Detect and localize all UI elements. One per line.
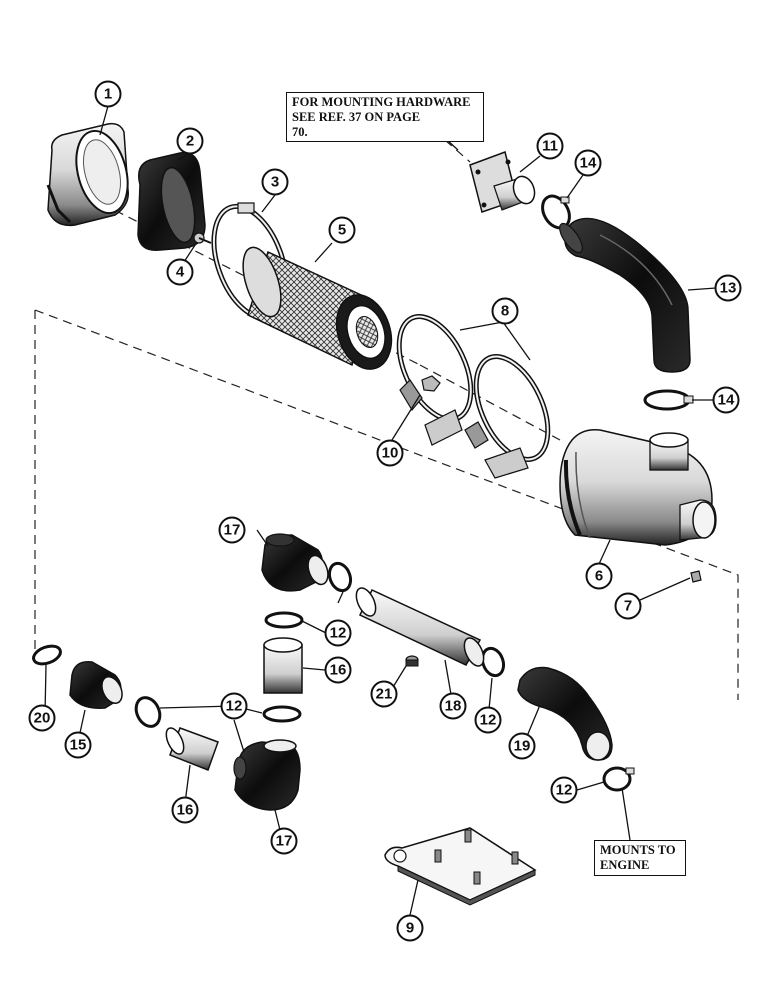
short-tube-upper — [263, 637, 303, 694]
upper-elbow-hose — [559, 217, 691, 373]
note-line-3: 70. — [292, 125, 308, 139]
air-cleaner-body — [559, 428, 717, 546]
callout-12b: 12 — [220, 692, 248, 720]
svg-text:4: 4 — [176, 264, 185, 281]
callout-11: 11 — [536, 132, 564, 160]
callout-12a: 12 — [324, 619, 352, 647]
callout-14b: 14 — [712, 386, 740, 414]
callout-5: 5 — [328, 216, 356, 244]
svg-text:5: 5 — [338, 222, 346, 239]
svg-text:18: 18 — [445, 698, 462, 715]
callout-12d: 12 — [550, 776, 578, 804]
svg-text:2: 2 — [186, 133, 194, 150]
callout-6: 6 — [585, 562, 613, 590]
callout-1: 1 — [94, 80, 122, 108]
mounts-to-engine-note: MOUNTS TO ENGINE — [594, 840, 686, 876]
svg-text:8: 8 — [501, 303, 509, 320]
long-connecting-tube — [355, 587, 485, 667]
filter-element — [242, 246, 393, 370]
callout-21: 21 — [370, 680, 398, 708]
hose-clamp-lower — [643, 389, 694, 411]
svg-text:21: 21 — [376, 686, 393, 703]
short-hose — [69, 661, 123, 709]
mounting-plate — [384, 827, 537, 906]
svg-text:9: 9 — [406, 920, 414, 937]
callout-17a: 17 — [218, 516, 246, 544]
clamp-screw — [193, 232, 212, 244]
svg-text:14: 14 — [718, 392, 735, 409]
inlet-adapter — [469, 151, 536, 213]
callout-9: 9 — [396, 914, 424, 942]
callout-3: 3 — [261, 168, 289, 196]
callout-10: 10 — [376, 439, 404, 467]
svg-text:1: 1 — [104, 86, 112, 103]
engine-note-line-2: ENGINE — [600, 858, 650, 872]
svg-text:6: 6 — [595, 568, 603, 585]
svg-text:12: 12 — [330, 625, 347, 642]
svg-text:20: 20 — [34, 710, 51, 727]
curved-hose-to-engine — [517, 666, 613, 761]
svg-text:10: 10 — [382, 445, 399, 462]
svg-text:3: 3 — [271, 174, 279, 191]
callout-16a: 16 — [324, 656, 352, 684]
hose-clamp-20 — [32, 644, 62, 666]
svg-text:13: 13 — [720, 280, 737, 297]
svg-text:16: 16 — [330, 662, 347, 679]
note-line-2: SEE REF. 37 ON PAGE — [292, 110, 421, 124]
callout-19: 19 — [508, 732, 536, 760]
mounting-hardware-note: FOR MOUNTING HARDWARE SEE REF. 37 ON PAG… — [286, 92, 484, 142]
elbow-hose-upper — [261, 533, 329, 592]
svg-text:17: 17 — [224, 522, 241, 539]
svg-text:14: 14 — [580, 155, 597, 172]
callout-17b: 17 — [270, 827, 298, 855]
dust-valve — [690, 570, 702, 583]
callout-20: 20 — [28, 704, 56, 732]
callout-13: 13 — [714, 274, 742, 302]
band-bolt — [421, 375, 441, 392]
callout-15: 15 — [64, 731, 92, 759]
elbow-hose-lower — [233, 739, 301, 811]
svg-text:7: 7 — [624, 598, 632, 615]
short-tube-lower — [165, 727, 219, 771]
callout-12c: 12 — [474, 706, 502, 734]
rubber-seal-ring — [137, 151, 206, 251]
mounting-bands — [396, 314, 551, 479]
callout-7: 7 — [614, 592, 642, 620]
svg-text:11: 11 — [542, 138, 558, 155]
svg-text:12: 12 — [556, 782, 573, 799]
note-line-1: FOR MOUNTING HARDWARE — [292, 95, 471, 109]
hose-clamps-12 — [134, 561, 635, 792]
callout-14a: 14 — [574, 149, 602, 177]
pre-cleaner-cup — [46, 122, 129, 227]
svg-text:12: 12 — [226, 698, 243, 715]
tube-plug — [405, 655, 419, 667]
callout-18: 18 — [439, 692, 467, 720]
callout-2: 2 — [176, 127, 204, 155]
callout-4: 4 — [166, 258, 194, 286]
engine-note-line-1: MOUNTS TO — [600, 843, 676, 857]
callout-8: 8 — [491, 297, 519, 325]
svg-text:19: 19 — [514, 738, 531, 755]
svg-text:15: 15 — [70, 737, 87, 754]
callout-16b: 16 — [171, 796, 199, 824]
svg-text:12: 12 — [480, 712, 497, 729]
svg-text:17: 17 — [276, 833, 293, 850]
svg-text:16: 16 — [177, 802, 194, 819]
